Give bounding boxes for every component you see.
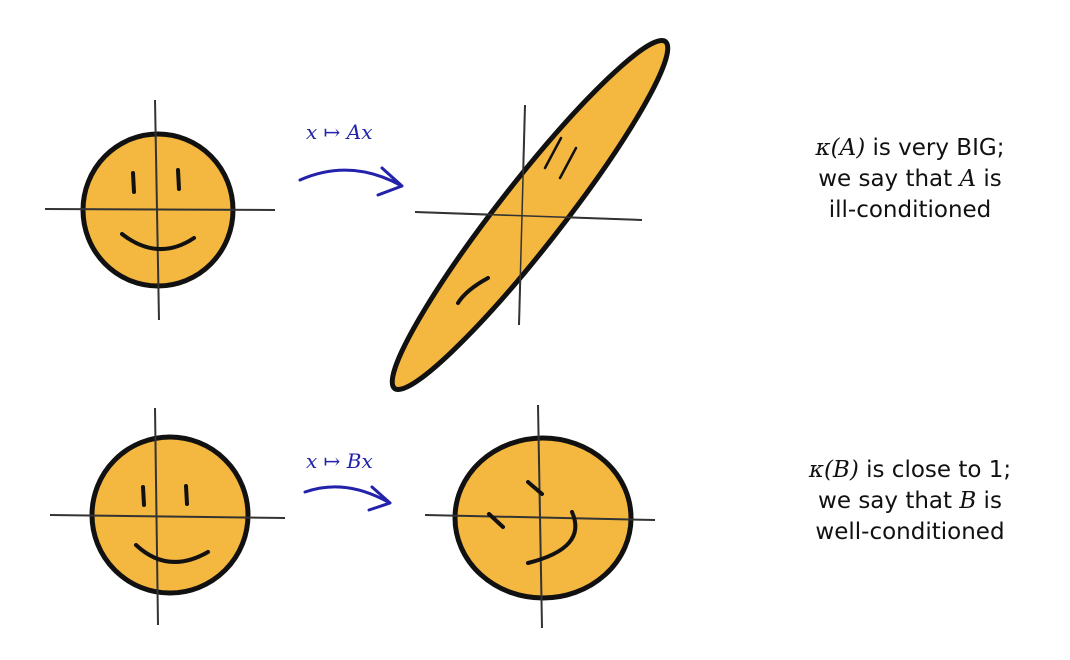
axis-horizontal-over [414,211,643,221]
axis-vertical-over [518,104,526,326]
smiley-face-bottom-original [49,407,286,626]
axis-vertical [154,99,160,321]
map-arrow-b-head [367,485,392,512]
note-line-3: well-conditioned [815,519,1005,545]
axis-vertical [154,407,159,626]
map-arrow-b [303,485,390,504]
note-line-3: ill-conditioned [828,197,992,223]
map-arrow-a [298,168,402,187]
axis-horizontal [49,514,286,519]
note-ill-conditioned: κ(A) is very BIG; we say that A is ill-c… [760,133,1060,226]
eye-1 [526,480,544,496]
map-label-b: x ↦ Bx [306,449,373,473]
smile [120,232,196,251]
right-eye [176,168,181,191]
note-line-1: κ(A) is very BIG; [815,135,1005,161]
right-eye [184,484,189,506]
left-eye [141,485,146,507]
left-eye [131,171,136,194]
eye-2 [487,512,505,529]
ellipse-ill-conditioned [389,38,671,392]
note-well-conditioned: κ(B) is close to 1; we say that B is wel… [760,455,1060,548]
axis-vertical [537,404,543,629]
map-arrow-a-head [376,166,404,197]
note-line-2: we say that A is [818,166,1002,192]
smiley-face-well-conditioned [424,404,656,629]
squashed-eye-1 [543,136,563,170]
smile [134,543,210,564]
smiley-face-top-original [44,99,276,321]
squashed-smile [456,276,490,305]
smile [526,510,578,565]
note-line-2: we say that B is [818,488,1002,514]
axis-horizontal [44,208,276,211]
squashed-eye-2 [558,146,578,180]
squashed-face-disc [389,38,671,392]
note-line-1: κ(B) is close to 1; [808,457,1012,483]
map-label-a: x ↦ Ax [306,120,373,144]
